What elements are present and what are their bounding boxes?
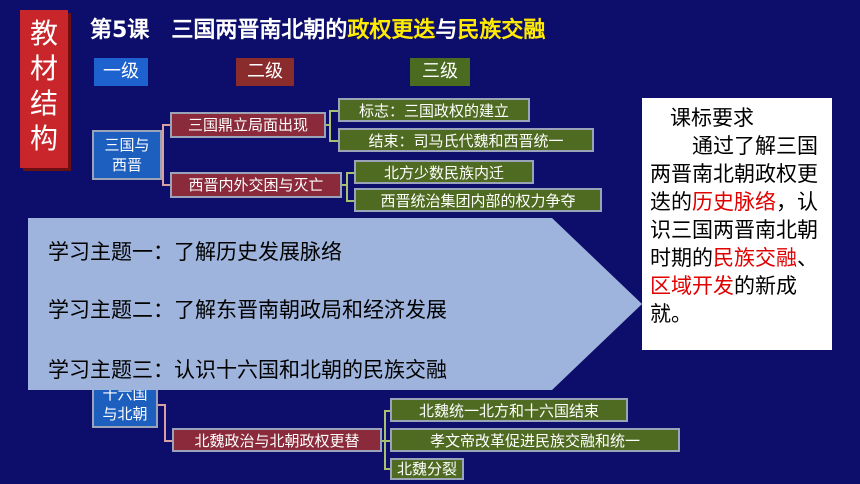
connector <box>162 184 170 186</box>
title-highlight: 民族交融 <box>457 18 546 43</box>
connector <box>329 140 338 142</box>
title-part: 三国两晋南北朝的 <box>171 18 348 43</box>
side-tab-char: 教 <box>29 17 58 50</box>
node-biaozhi: 标志：三国政权的建立 <box>338 98 530 122</box>
connector <box>346 172 354 174</box>
node-beiwei-zhengzhi: 北魏政治与北朝政权更替 <box>172 428 382 452</box>
side-tab-char: 材 <box>29 52 58 85</box>
connector <box>329 110 338 112</box>
study-theme-3: 学习主题三：认识十六国和北朝的民族交融 <box>48 358 447 382</box>
node-beiwei-fenlie: 北魏分裂 <box>390 458 464 480</box>
connector <box>164 440 172 442</box>
curriculum-highlight: 区域开发 <box>650 274 734 298</box>
connector <box>162 124 170 126</box>
level-3-chip: 三级 <box>410 58 470 86</box>
curriculum-text: 、 <box>797 246 818 270</box>
title-highlight: 政权更迭 <box>347 18 436 43</box>
side-tab-char: 构 <box>29 122 58 155</box>
node-beiwei-tongyi: 北魏统一北方和十六国结束 <box>390 398 628 422</box>
node-xijin-miewang: 西晋内外交困与灭亡 <box>170 172 342 198</box>
curriculum-text: ，认识三国两晋南北朝时期的 <box>650 190 818 270</box>
curriculum-text: 通过了解三国两晋南北朝政权更迭的 <box>650 134 818 214</box>
curriculum-requirement-card: 课标要求 通过了解三国两晋南北朝政权更迭的历史脉络，认识三国两晋南北朝时期的民族… <box>642 98 832 350</box>
node-label: 与北朝 <box>102 405 148 423</box>
connector <box>346 200 354 202</box>
node-sanguo-xijin: 三国与 西晋 <box>92 130 162 180</box>
themes-arrow-shape <box>28 218 642 390</box>
connector <box>326 124 331 126</box>
node-neibu-zhengduo: 西晋统治集团内部的权力争夺 <box>354 188 602 212</box>
curriculum-title: 课标要求 <box>670 106 754 130</box>
node-jieshu: 结束：司马氏代魏和西晋统一 <box>338 128 594 152</box>
node-sanguo-dingli: 三国鼎立局面出现 <box>170 112 326 138</box>
curriculum-highlight: 民族交融 <box>713 246 797 270</box>
title-part: 与 <box>435 18 458 43</box>
connector <box>384 468 390 470</box>
connector <box>384 410 390 412</box>
level-1-chip: 一级 <box>94 58 148 86</box>
connector <box>384 440 390 442</box>
side-tab-textbook-structure: 教 材 结 构 <box>20 10 68 168</box>
level-2-chip: 二级 <box>236 58 294 86</box>
node-xiaowen-gaige: 孝文帝改革促进民族交融和统一 <box>390 428 680 452</box>
page-title: 第5课三国两晋南北朝的政权更迭与民族交融 <box>90 14 545 48</box>
connector <box>158 404 166 406</box>
study-themes: 学习主题一：了解历史发展脉络 学习主题二：了解东晋南朝政局和经济发展 学习主题三… <box>48 222 608 386</box>
curriculum-highlight: 历史脉络 <box>692 190 776 214</box>
node-label: 西晋 <box>111 156 142 174</box>
connector <box>346 172 348 201</box>
side-tab-char: 结 <box>29 87 58 120</box>
lesson-number: 第5课 <box>90 18 150 43</box>
study-theme-2: 学习主题二：了解东晋南朝政局和经济发展 <box>48 298 447 322</box>
connector <box>164 404 166 442</box>
node-beifang-neiqian: 北方少数民族内迁 <box>354 160 534 184</box>
study-theme-1: 学习主题一：了解历史发展脉络 <box>48 240 342 264</box>
connector <box>342 184 348 186</box>
curriculum-text: 的新成就。 <box>650 274 797 326</box>
node-label: 三国与 <box>104 136 150 154</box>
